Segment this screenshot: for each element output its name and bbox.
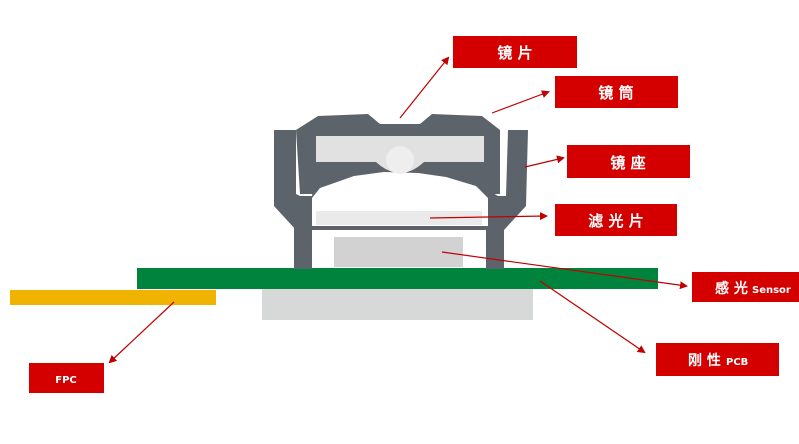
holder-leg-right <box>486 226 504 269</box>
bottom-stiffener <box>262 289 533 320</box>
label-fpc: FPC <box>29 363 104 393</box>
rigid-pcb <box>137 268 658 289</box>
label-pcb-en: PCB <box>726 357 748 368</box>
label-barrel-text: 镜 筒 <box>598 84 633 102</box>
label-holder-text: 镜 座 <box>610 154 645 172</box>
lens-center <box>386 146 414 174</box>
label-barrel: 镜 筒 <box>555 76 678 108</box>
label-sensor-cn: 感 光 <box>715 280 748 297</box>
label-lens: 镜 片 <box>453 36 577 68</box>
arrow-filter <box>429 212 548 221</box>
fpc-strip <box>10 290 216 305</box>
arrow-barrel <box>491 90 550 114</box>
label-holder: 镜 座 <box>567 145 690 178</box>
label-filter: 滤 光 片 <box>555 204 677 236</box>
arrow-fpc <box>108 301 175 364</box>
arrow-holder <box>524 155 565 168</box>
label-sensor-en: Sensor <box>752 285 791 296</box>
image-sensor <box>334 237 463 267</box>
label-pcb: 刚 性 PCB <box>656 343 779 376</box>
holder-leg-left <box>294 226 312 269</box>
label-filter-text: 滤 光 片 <box>588 212 643 230</box>
arrow-sensor <box>441 251 688 290</box>
label-sensor: 感 光 Sensor <box>692 272 799 302</box>
arrow-lens <box>399 56 450 119</box>
label-lens-text: 镜 片 <box>497 44 532 62</box>
label-pcb-cn: 刚 性 <box>688 352 721 369</box>
arrow-pcb <box>539 280 646 354</box>
ir-filter <box>316 211 482 225</box>
label-fpc-text: FPC <box>55 375 77 386</box>
